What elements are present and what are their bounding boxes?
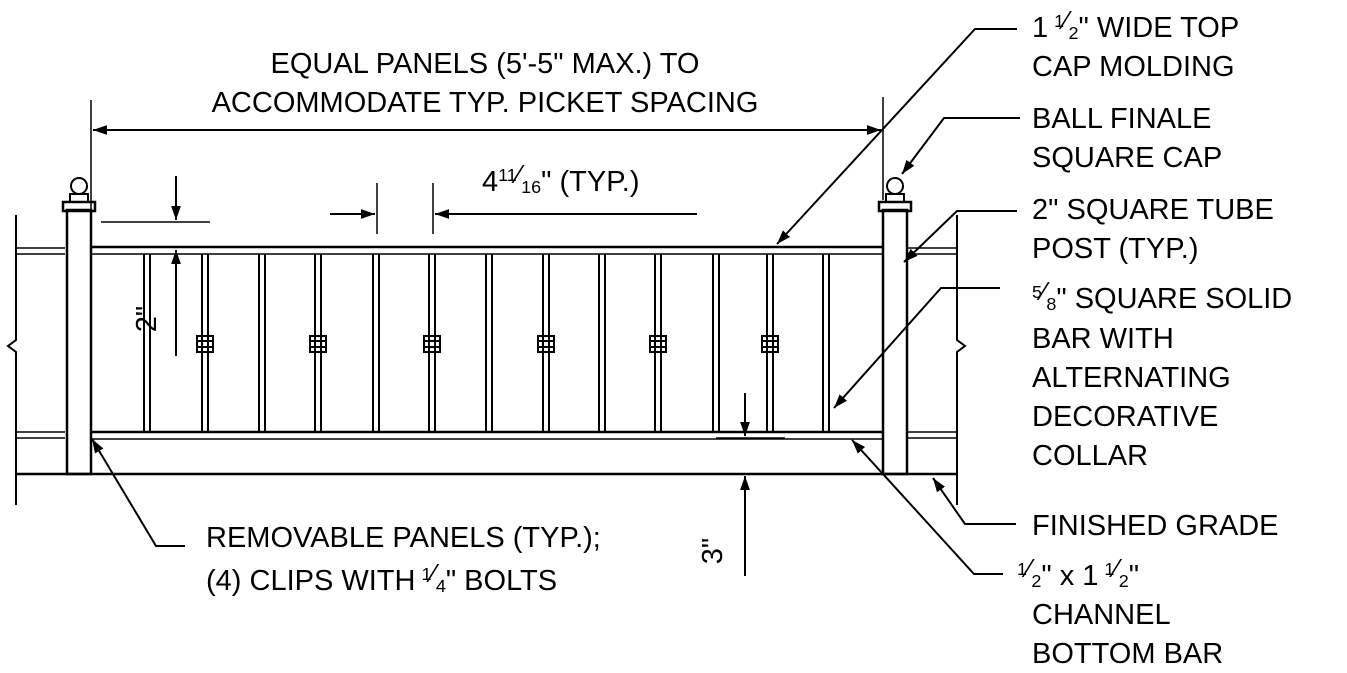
picket — [712, 254, 720, 432]
removable-panels-label-line1: REMOVABLE PANELS (TYP.); — [206, 522, 601, 554]
break-line-left — [6, 215, 17, 505]
top-gap-dimension — [101, 176, 210, 356]
post-label-line1: 2" SQUARE TUBE — [1032, 194, 1274, 226]
bottom-gap-dimension — [716, 393, 785, 576]
bar-label-line3: ALTERNATING — [1032, 362, 1231, 394]
picket-with-collar — [196, 254, 214, 432]
ball-finale-label-line1: BALL FINALE — [1032, 103, 1211, 135]
bar-label-line2: BAR WITH — [1032, 323, 1174, 355]
ball-finale-label-line2: SQUARE CAP — [1032, 142, 1222, 174]
bar-label-line5: COLLAR — [1032, 440, 1148, 472]
picket — [372, 254, 380, 432]
picket-with-collar — [537, 254, 555, 432]
bar-label-line4: DECORATIVE — [1032, 401, 1218, 433]
picket-with-collar — [309, 254, 327, 432]
picket-with-collar — [423, 254, 441, 432]
picket-with-collar — [761, 254, 779, 432]
channel-label-line3: BOTTOM BAR — [1032, 638, 1223, 670]
picket-spacing-dimension — [330, 183, 697, 234]
leaders — [91, 28, 1020, 575]
picket — [598, 254, 606, 432]
channel-label-line2: CHANNEL — [1032, 599, 1171, 631]
post-right — [877, 177, 913, 476]
picket — [258, 254, 266, 432]
post-left — [61, 177, 97, 476]
picket — [822, 254, 830, 432]
pickets — [143, 254, 830, 432]
picket-spacing-label: 411⁄16" (TYP.) — [482, 159, 640, 198]
panel-dimension-line1: EQUAL PANELS (5'-5" MAX.) TO — [271, 48, 700, 80]
top-cap-label-line2: CAP MOLDING — [1032, 51, 1235, 83]
top-gap-label: 2" — [131, 306, 163, 332]
break-line-right — [956, 215, 967, 505]
picket — [485, 254, 493, 432]
post-label-line2: POST (TYP.) — [1032, 233, 1199, 265]
top-cap-rail — [91, 245, 883, 255]
bar-label-line1: 5⁄8" SQUARE SOLID — [1032, 276, 1292, 315]
panel-dimension — [90, 97, 884, 240]
panel-dimension-line2: ACCOMMODATE TYP. PICKET SPACING — [212, 87, 759, 119]
bottom-gap-label: 3" — [697, 538, 729, 564]
picket — [143, 254, 151, 432]
finished-grade-label: FINISHED GRADE — [1032, 510, 1279, 542]
picket-with-collar — [649, 254, 667, 432]
